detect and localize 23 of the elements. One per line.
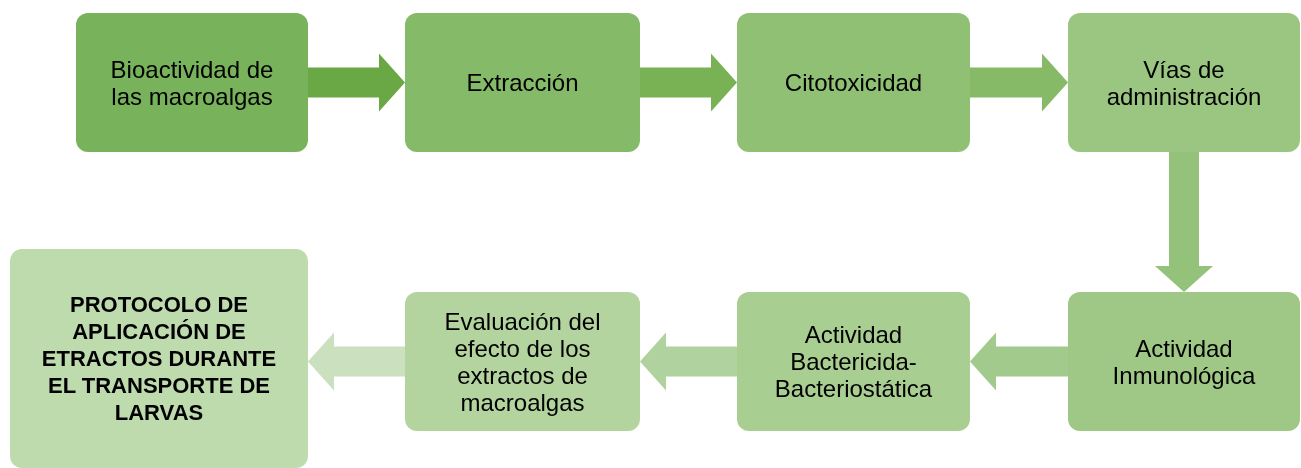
- box-text: Evaluación del efecto de los extractos de macroalgas: [443, 307, 602, 416]
- block-arrow: [970, 332, 1068, 391]
- process-box: [10, 249, 308, 468]
- title-text: PROTOCOLO DE APLICACIÓN DE ETRACTOS DURANTE EL TRANSPORTE DE LARVAS: [40, 291, 278, 426]
- process-box: [1068, 13, 1300, 152]
- process-box: [737, 292, 970, 431]
- process-box: [405, 292, 640, 431]
- box-text: Citotoxicidad: [784, 69, 923, 96]
- block-arrow: [308, 332, 405, 391]
- box-text: Extracción: [466, 69, 579, 96]
- block-arrow: [640, 53, 737, 112]
- block-arrow: [308, 53, 405, 112]
- block-arrow: [970, 53, 1068, 112]
- block-arrow: [640, 332, 737, 391]
- box-text: Vías de administración: [1105, 55, 1263, 110]
- box-text: Actividad Inmunológica: [1111, 334, 1257, 389]
- block-arrow: [1155, 152, 1213, 292]
- box-text: Bioactividad de las macroalgas: [109, 55, 275, 110]
- box-text: Actividad Bactericida-Bacteriostática: [773, 321, 934, 402]
- process-box: [405, 13, 640, 152]
- process-box: [76, 13, 308, 152]
- process-box: [737, 13, 970, 152]
- process-box: [1068, 292, 1300, 431]
